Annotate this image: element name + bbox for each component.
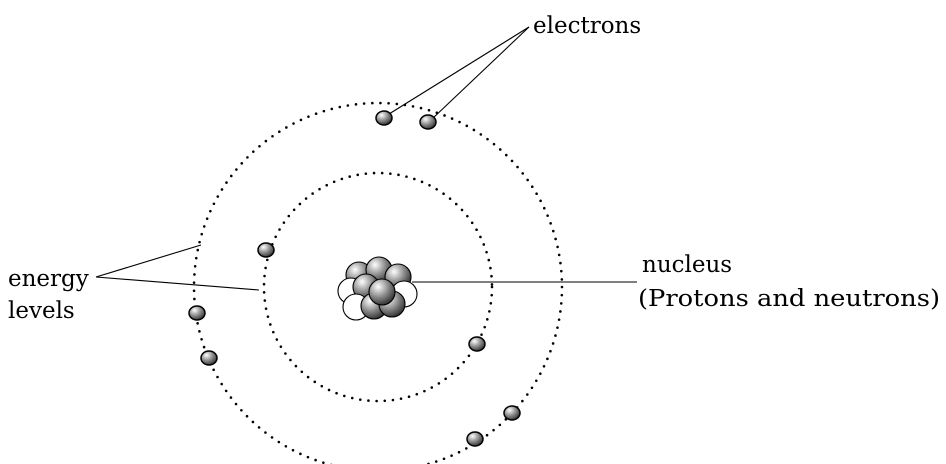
- electron: [469, 337, 485, 351]
- nucleus-sublabel: (Protons and neutrons): [638, 286, 940, 312]
- energy-levels-label-line1: energy: [8, 266, 89, 292]
- energy-levels-leader-line: [96, 277, 259, 290]
- electrons-leader-line: [389, 27, 529, 114]
- electrons-label: electrons: [533, 13, 641, 39]
- electron: [467, 432, 483, 446]
- nucleus-label: nucleus: [642, 252, 732, 278]
- electron: [258, 243, 274, 257]
- nucleus: [338, 257, 417, 320]
- energy-levels-label-line2: levels: [8, 298, 75, 324]
- energy-levels-leader-line: [96, 245, 201, 277]
- electron: [420, 115, 436, 129]
- electron: [376, 111, 392, 125]
- nucleon: [369, 279, 395, 305]
- electron: [504, 406, 520, 420]
- electrons-leader-line: [432, 27, 529, 119]
- electron: [201, 351, 217, 365]
- electron: [189, 306, 205, 320]
